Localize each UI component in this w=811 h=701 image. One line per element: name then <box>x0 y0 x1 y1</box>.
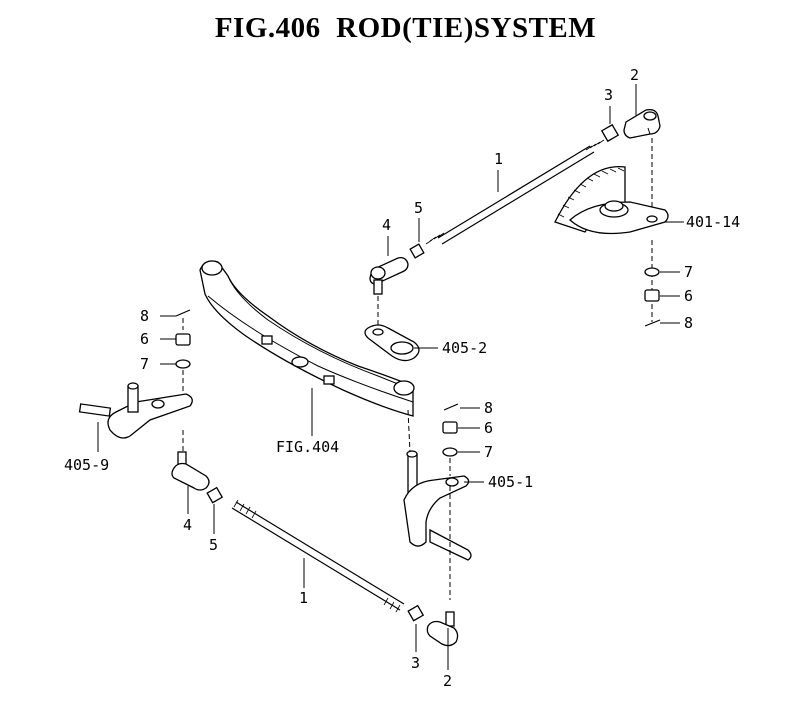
upper-ball-joint <box>369 256 409 295</box>
right-washer <box>644 267 660 277</box>
lower-tie-rod-end <box>426 611 459 647</box>
lower-tie-rod <box>231 499 405 613</box>
upper-locknut <box>409 243 425 259</box>
callout-axle-ref: FIG.404 <box>276 438 339 456</box>
callout-castle-nut-right: 6 <box>684 287 693 305</box>
callout-washer-right: 7 <box>684 263 693 281</box>
callout-knuckle-arm: 405-2 <box>442 339 487 357</box>
callout-locknut-top: 5 <box>414 199 423 217</box>
callout-nut-bottom: 3 <box>411 654 420 672</box>
callout-castle-nut-left: 6 <box>140 330 149 348</box>
figure-title: FIG.406 ROD(TIE)SYSTEM <box>214 12 597 44</box>
left-washer <box>175 359 191 369</box>
callout-pin-left: 8 <box>140 307 149 325</box>
callout-washer-left: 7 <box>140 355 149 373</box>
steering-sector-arm <box>554 165 669 235</box>
lower-nut <box>407 604 425 622</box>
front-axle-beam <box>199 260 415 417</box>
callout-locknut-left: 5 <box>209 536 218 554</box>
right-castle-nut <box>644 289 660 302</box>
left-locknut <box>206 486 224 504</box>
mid-washer <box>442 447 458 457</box>
callout-nut-top: 3 <box>604 86 613 104</box>
callout-rod-top: 1 <box>494 150 503 168</box>
callout-sector-arm: 401-14 <box>686 213 740 231</box>
callout-ball-end-left: 4 <box>183 516 192 534</box>
right-cotter-pin <box>644 319 661 327</box>
left-knuckle <box>78 382 193 439</box>
mid-cotter-pin <box>443 403 459 411</box>
callout-tierod-end-top: 2 <box>630 66 639 84</box>
left-ball-joint <box>171 451 210 491</box>
callout-knuckle-left: 405-9 <box>64 456 109 474</box>
left-cotter-pin <box>175 309 191 317</box>
callout-rod-bottom: 1 <box>299 589 308 607</box>
left-castle-nut <box>175 333 191 346</box>
callout-ball-end-top: 4 <box>382 216 391 234</box>
callout-knuckle-right: 405-1 <box>488 473 533 491</box>
upper-tie-rod <box>425 139 605 245</box>
callout-tierod-end-bottom: 2 <box>443 672 452 690</box>
upper-nut <box>600 123 620 143</box>
callout-pin-right: 8 <box>684 314 693 332</box>
mid-castle-nut <box>442 421 458 434</box>
right-knuckle <box>403 450 472 561</box>
callout-castle-nut-mid: 6 <box>484 419 493 437</box>
upper-tie-rod-end <box>623 108 661 139</box>
callout-pin-mid: 8 <box>484 399 493 417</box>
knuckle-arm <box>364 324 420 362</box>
callout-washer-mid: 7 <box>484 443 493 461</box>
leader-lines <box>97 84 684 670</box>
